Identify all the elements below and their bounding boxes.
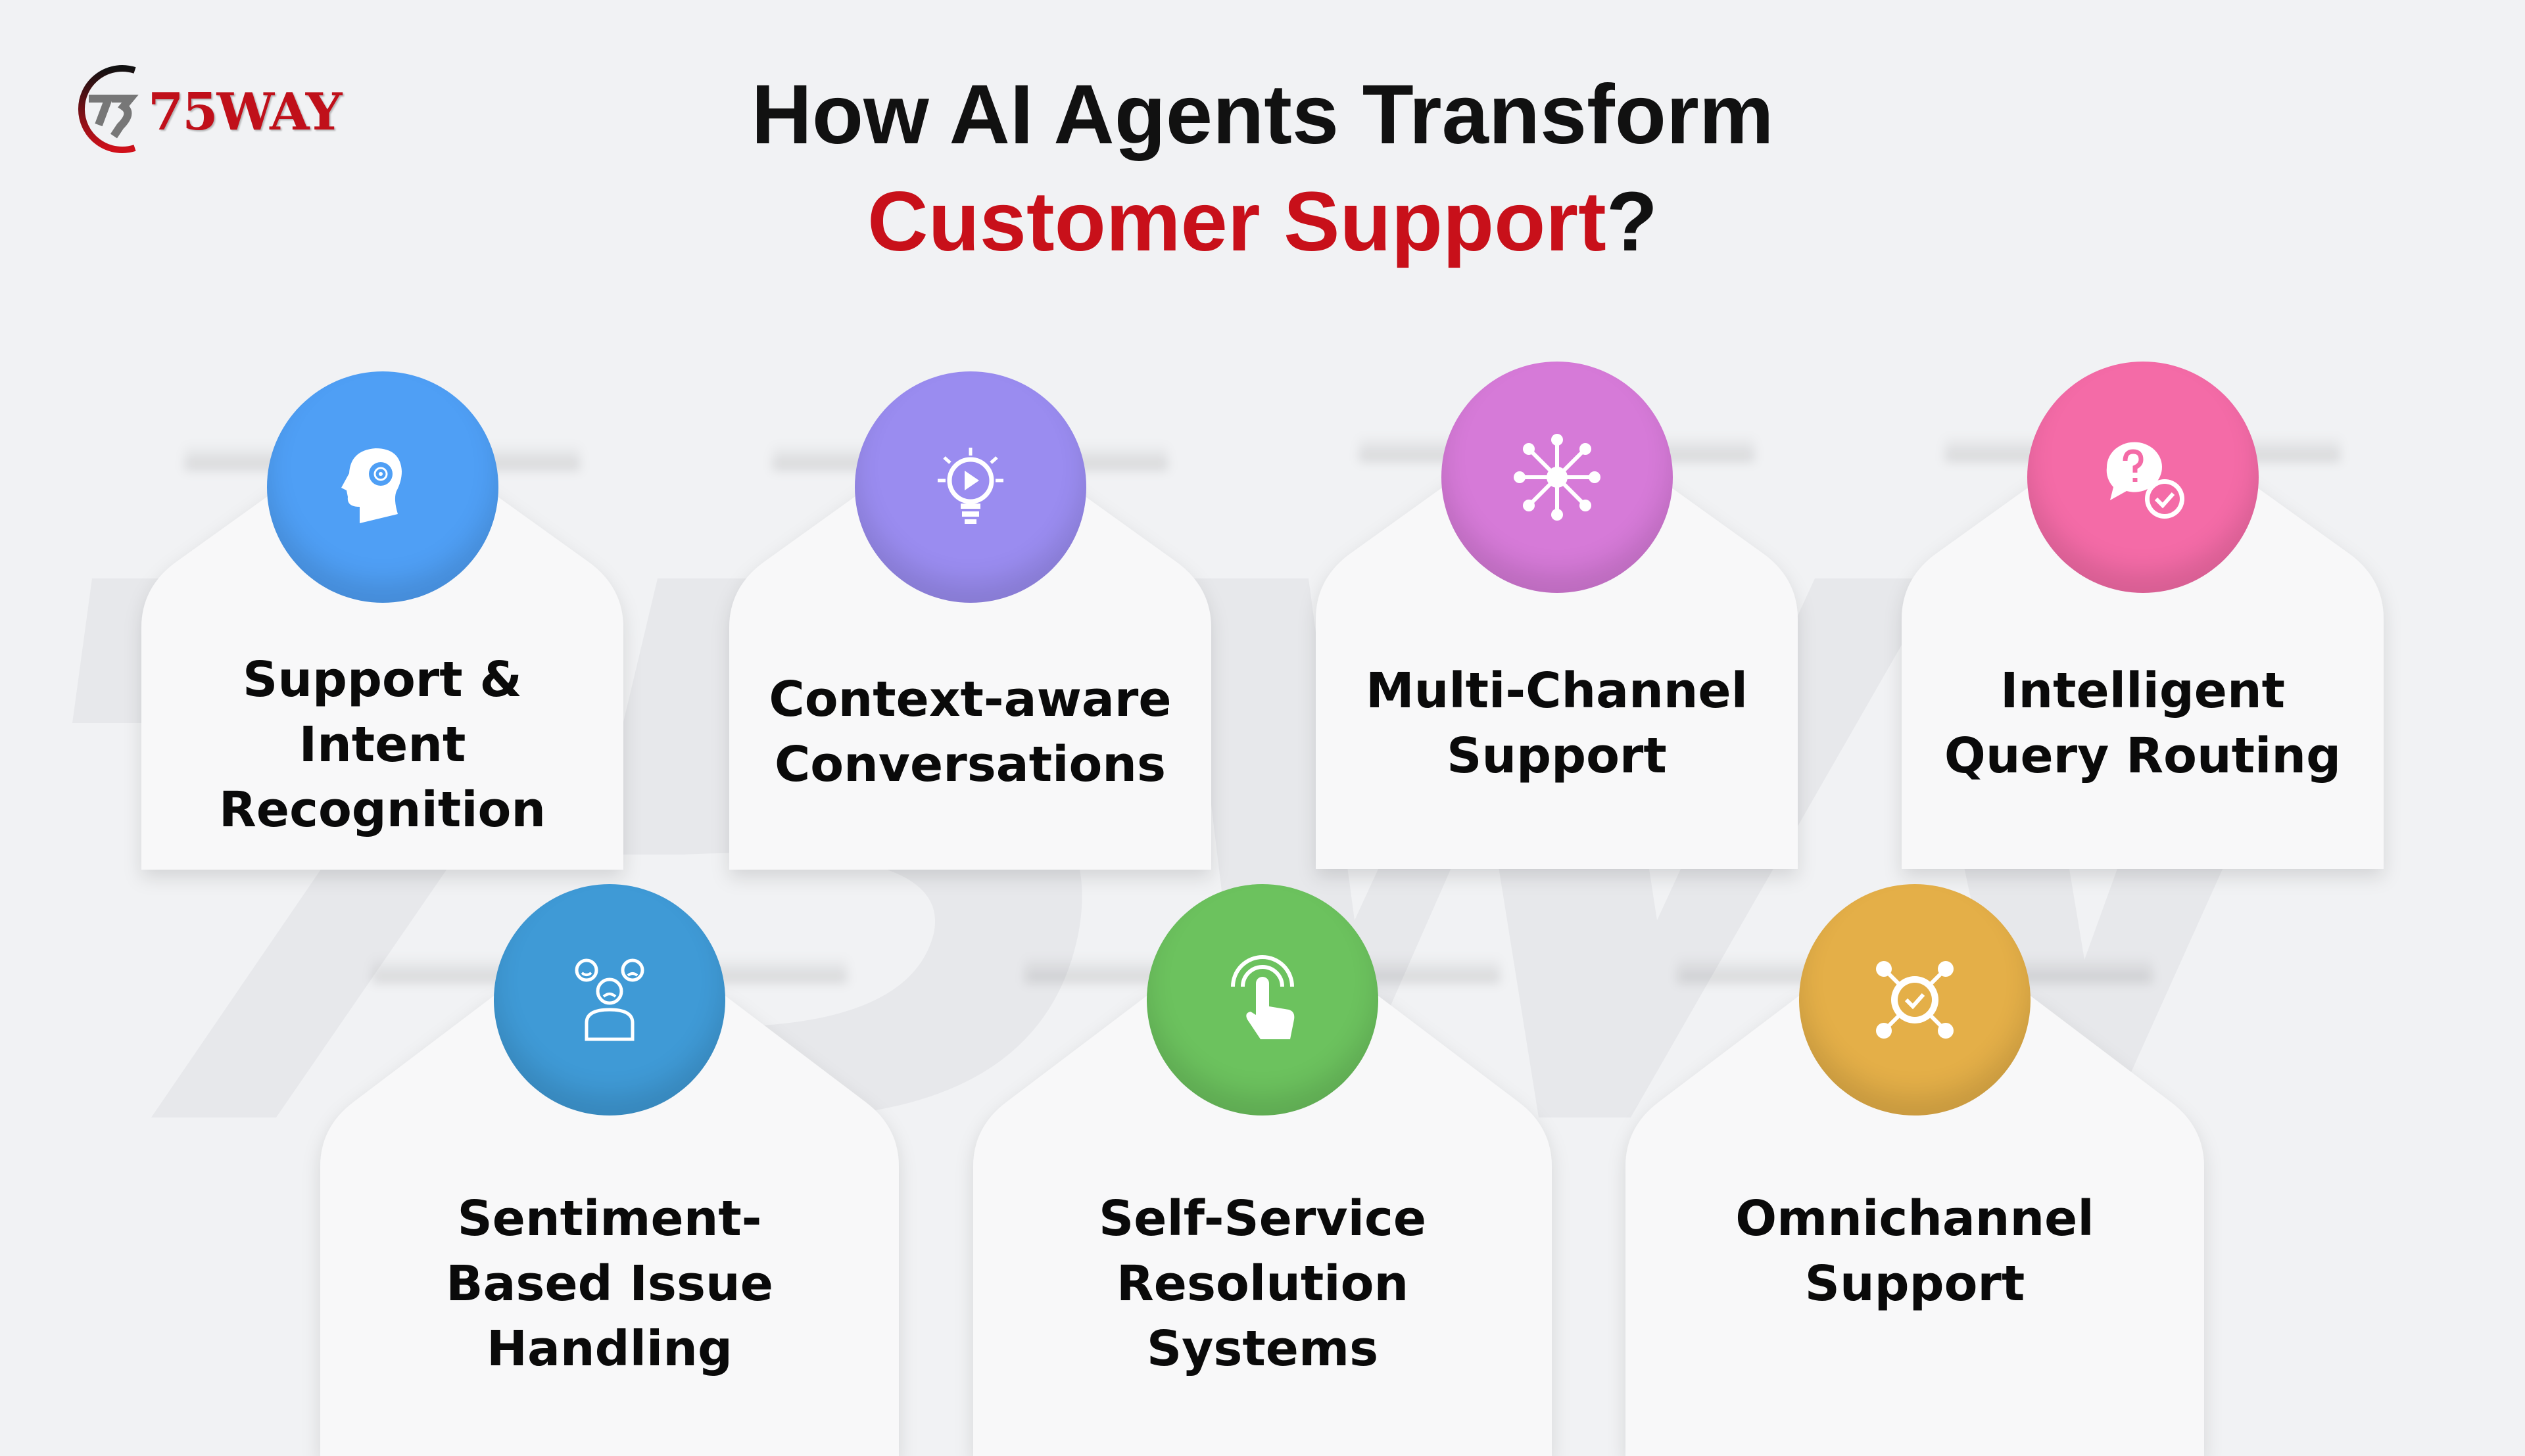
card-label-line: Self-Service [1098,1190,1427,1247]
logo-mark-icon [78,65,139,153]
card-label-line: Support [1804,1256,2025,1312]
page-title-line2: Customer Support? [0,170,2525,275]
icon-circle [2027,362,2259,593]
page-title-line1: How AI Agents Transform [751,68,1774,162]
question-check-icon [2106,442,2184,519]
card-label-line: Omnichannel [1735,1190,2094,1247]
card-label-line: Handling [487,1321,733,1377]
card-label-line: Resolution [1116,1256,1409,1312]
tap-hand-icon [1231,955,1295,1039]
card-label-line: Based Issue [446,1256,773,1312]
card-label-line: Conversations [774,736,1166,793]
logo-text: 75WAY [148,82,342,142]
network-hub-icon [1513,434,1600,521]
icon-circle [854,371,1086,603]
icon-circle [266,371,498,603]
card-background [1902,475,2384,869]
card-label-line: Recognition [218,782,546,838]
card-background [1316,475,1798,869]
card-label-line: Query Routing [1944,728,2342,784]
title-highlight: Customer Support [867,175,1606,269]
card-label-line: Intelligent [2000,663,2286,719]
icon-circle [1147,884,1378,1115]
head-target-icon [341,448,402,523]
lightbulb-play-icon [937,448,1003,524]
icon-circle [1441,362,1673,593]
card-background [1625,996,2204,1456]
sentiment-faces-icon [575,958,644,1041]
logo: 75WAY [62,62,342,158]
title-suffix: ? [1606,175,1658,269]
card-label-line: Support [1447,728,1667,784]
card-label-line: Sentiment- [457,1190,762,1247]
card-background [141,483,623,870]
card-label-line: Context-aware [769,671,1172,728]
card-label-line: Intent [299,716,466,773]
card-background [729,483,1211,870]
card-label-line: Multi-Channel [1366,663,1748,719]
card-label-line: Support & [243,651,522,708]
icon-circle [1799,884,2031,1115]
card-label-line: Systems [1146,1321,1379,1377]
card-background [320,996,899,1456]
card-background [973,996,1552,1456]
icon-circle [494,884,725,1115]
hub-check-icon [1876,961,1954,1039]
